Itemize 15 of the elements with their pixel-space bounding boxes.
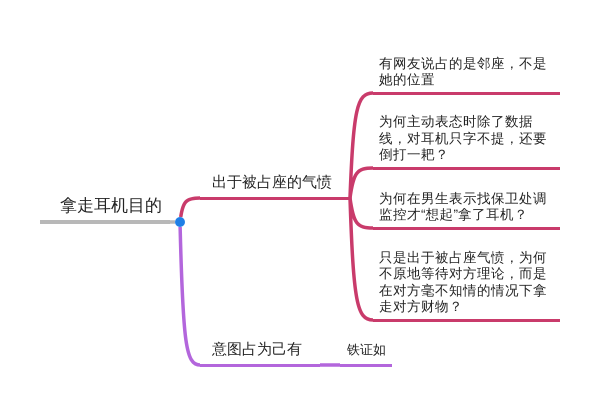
- subtopic: 只是出于被占座气愤，为何不原地等待对方理论，而是在对方毫不知情的情况下拿走对方财物？: [373, 250, 560, 322]
- subtopic: 有网友说占的是邻座，不是她的位置: [373, 56, 560, 95]
- connector-line: [170, 220, 175, 224]
- subtopic: 为何在男生表示找保卫处调监控才“想起”拿了耳机？: [373, 190, 560, 230]
- branch-topic: 出于被占座的气愤: [200, 172, 350, 200]
- subtopic: 为何主动表态时除了数据线，对耳机只字不提，还要倒打一耙？: [373, 114, 560, 170]
- junction-dot: [175, 217, 185, 227]
- connector-line: [179, 196, 200, 218]
- branch-topic: 意图占为己有: [200, 340, 320, 366]
- connector-line: [320, 363, 340, 367]
- connector-line: [348, 198, 374, 322]
- connector-line: [178, 226, 200, 367]
- subtopic: 铁证如: [340, 340, 392, 366]
- central-topic: 拿走耳机目的: [40, 195, 170, 224]
- connector-line: [348, 166, 374, 198]
